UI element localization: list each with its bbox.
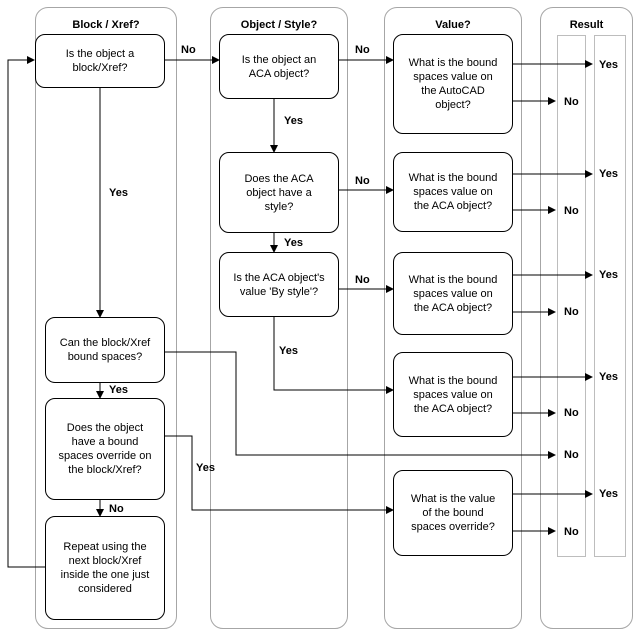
label-no-aca-to-value: No [355,44,370,56]
label-no-override: No [109,503,124,515]
label-yes-canbound: Yes [109,384,128,396]
label-yes-style-to-bystyle: Yes [284,237,303,249]
box-by-style: Is the ACA object's value 'By style'? [219,252,339,317]
box-value-aca-3: What is the bound spaces value on the AC… [393,352,513,437]
edge-canbound-to-no [165,351,556,459]
result-6-no: No [564,526,579,538]
lane-object-style-title: Object / Style? [240,19,318,31]
label-yes-aca-to-style: Yes [284,115,303,127]
lane-value-title: Value? [435,19,471,31]
result-2-no: No [564,205,579,217]
result-6-yes: Yes [599,488,618,500]
result-1-no: No [564,96,579,108]
label-no-bystyle-to-value: No [355,274,370,286]
box-can-bound: Can the block/Xref bound spaces? [45,317,165,383]
result-1-yes: Yes [599,59,618,71]
edge-repeat-loop [7,56,45,568]
result-column-yes [594,35,626,557]
label-no-block-to-aca: No [181,44,196,56]
label-yes-bystyle-down: Yes [279,345,298,357]
box-has-override: Does the object have a bound spaces over… [45,398,165,500]
label-no-style-to-value: No [355,175,370,187]
box-value-override: What is the value of the bound spaces ov… [393,470,513,556]
result-5-no: No [564,449,579,461]
box-is-block: Is the object a block/Xref? [35,34,165,88]
result-2-yes: Yes [599,168,618,180]
label-yes-override: Yes [196,462,215,474]
box-value-aca-1: What is the bound spaces value on the AC… [393,152,513,232]
result-3-no: No [564,306,579,318]
box-value-autocad: What is the bound spaces value on the Au… [393,34,513,134]
lane-block-xref-title: Block / Xref? [72,19,140,31]
lane-object-style: Object / Style? [210,7,348,629]
edge-bystyle-to-value3 [273,317,394,394]
box-value-aca-2: What is the bound spaces value on the AC… [393,252,513,335]
result-column-no [557,35,586,557]
box-has-style: Does the ACA object have a style? [219,152,339,233]
box-is-aca: Is the object an ACA object? [219,34,339,99]
label-yes-block-down: Yes [109,187,128,199]
lane-result-title: Result [569,19,604,31]
edge-override-to-value [165,435,394,514]
result-4-no: No [564,407,579,419]
result-4-yes: Yes [599,371,618,383]
box-repeat: Repeat using the next block/Xref inside … [45,516,165,620]
result-3-yes: Yes [599,269,618,281]
